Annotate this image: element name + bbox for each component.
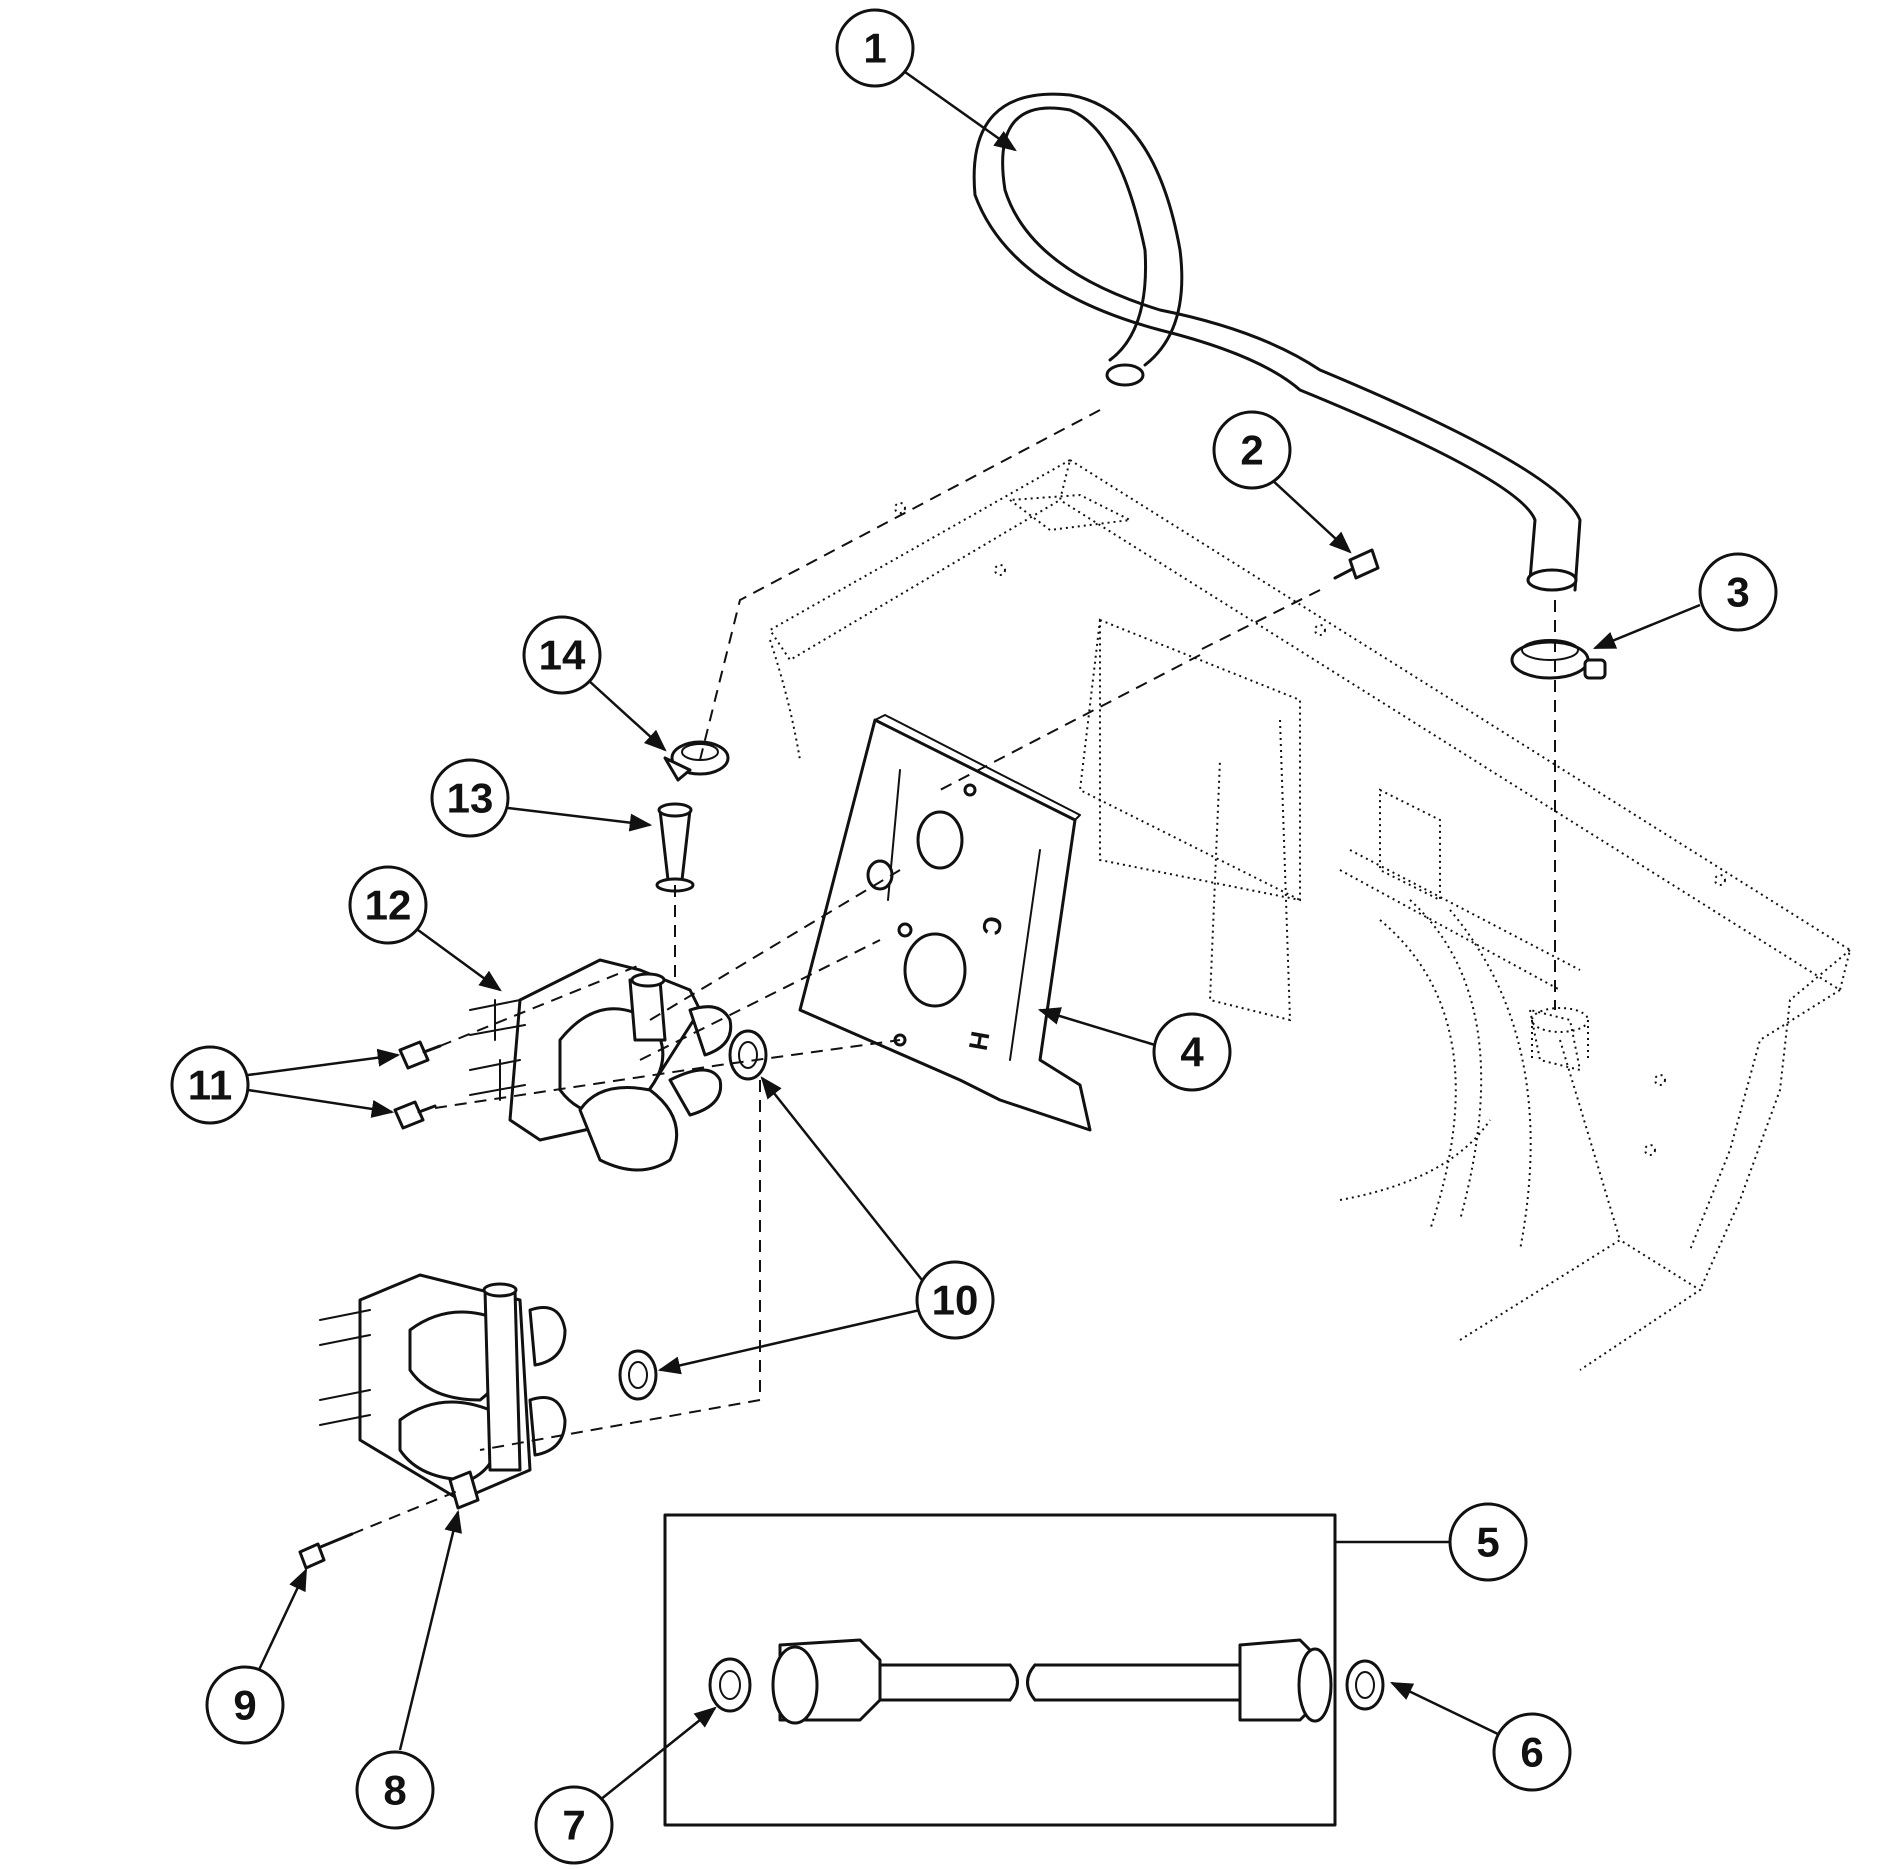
callout-7-label: 7 [562, 1802, 585, 1849]
nozzle [655, 802, 695, 893]
callout-6-label: 6 [1520, 1729, 1543, 1776]
callout-8: 8 [355, 1509, 462, 1830]
callout-11: 11 [170, 1045, 401, 1125]
inlet-hose-kit [663, 1513, 1385, 1827]
callout-10: 10 [657, 1076, 995, 1375]
callout-3: 3 [1592, 552, 1778, 650]
screw-9 [298, 1532, 354, 1570]
callout-5-label: 5 [1476, 1519, 1499, 1566]
water-valve-upper [469, 958, 733, 1172]
assembly-lines [351, 409, 1556, 1535]
plate-mark-hot: H [963, 1029, 996, 1053]
water-valve-lower [319, 1273, 567, 1510]
callout-7: 7 [534, 1706, 717, 1865]
strainer-washer-lower [618, 1349, 658, 1401]
callout-14: 14 [522, 615, 667, 752]
callout-8-label: 8 [383, 1767, 406, 1814]
screw-2 [1333, 548, 1380, 580]
hose-washer-6 [1345, 1659, 1385, 1711]
callout-9: 9 [205, 1567, 308, 1745]
callout-4: 4 [1037, 1007, 1232, 1092]
callout-5: 5 [1335, 1502, 1528, 1582]
strainer-washer-upper [728, 1029, 768, 1081]
callout-2-label: 2 [1240, 427, 1263, 474]
callout-6: 6 [1389, 1681, 1572, 1792]
callout-3-label: 3 [1726, 569, 1749, 616]
callout-14-label: 14 [539, 632, 586, 679]
callout-11-label: 11 [188, 1062, 232, 1109]
callout-2: 2 [1212, 410, 1352, 554]
callout-1: 1 [835, 8, 1017, 152]
callout-12-label: 12 [365, 882, 412, 929]
hose-washer-7 [708, 1657, 752, 1713]
callout-13: 13 [430, 758, 653, 838]
callout-12: 12 [348, 865, 502, 992]
small-clamp [663, 740, 730, 782]
mounting-bracket: C H [798, 714, 1092, 1132]
fill-hose [972, 92, 1582, 592]
cabinet-outline [768, 458, 1852, 1371]
callout-1-label: 1 [863, 25, 886, 72]
plate-mark-cold: C [976, 914, 1009, 938]
callout-10-label: 10 [932, 1277, 979, 1324]
hose-clamp [1510, 639, 1607, 680]
callout-9-label: 9 [233, 1682, 256, 1729]
screws-11 [393, 1040, 442, 1130]
callout-13-label: 13 [447, 775, 494, 822]
callout-4-label: 4 [1180, 1029, 1204, 1076]
